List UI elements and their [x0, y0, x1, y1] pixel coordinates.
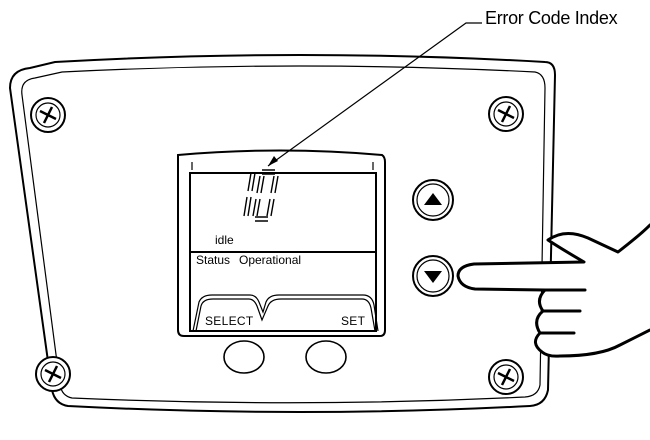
softkey-left-tab	[192, 294, 379, 332]
triangle-up-icon	[424, 193, 442, 205]
pointing-hand-icon	[456, 223, 650, 358]
up-button[interactable]	[412, 179, 454, 221]
callout-error-code-index: Error Code Index	[485, 8, 618, 28]
screw-bottom-left	[35, 356, 71, 392]
softkey-select-label: SELECT	[205, 314, 254, 328]
screw-bottom-right	[488, 359, 524, 395]
faceplate-inner	[21, 65, 546, 404]
select-button[interactable]	[223, 340, 265, 374]
softkey-set-label: SET	[341, 314, 366, 328]
seven-segment-display	[243, 169, 279, 222]
screw-top-left	[30, 97, 66, 133]
set-button[interactable]	[305, 340, 347, 374]
callout-leader-line	[267, 22, 482, 167]
status-value: Operational	[239, 253, 302, 267]
screw-top-right	[488, 96, 524, 132]
down-button[interactable]	[412, 255, 454, 297]
mode-text: idle	[215, 233, 234, 247]
status-label: Status	[196, 253, 231, 267]
triangle-down-icon	[424, 271, 442, 283]
